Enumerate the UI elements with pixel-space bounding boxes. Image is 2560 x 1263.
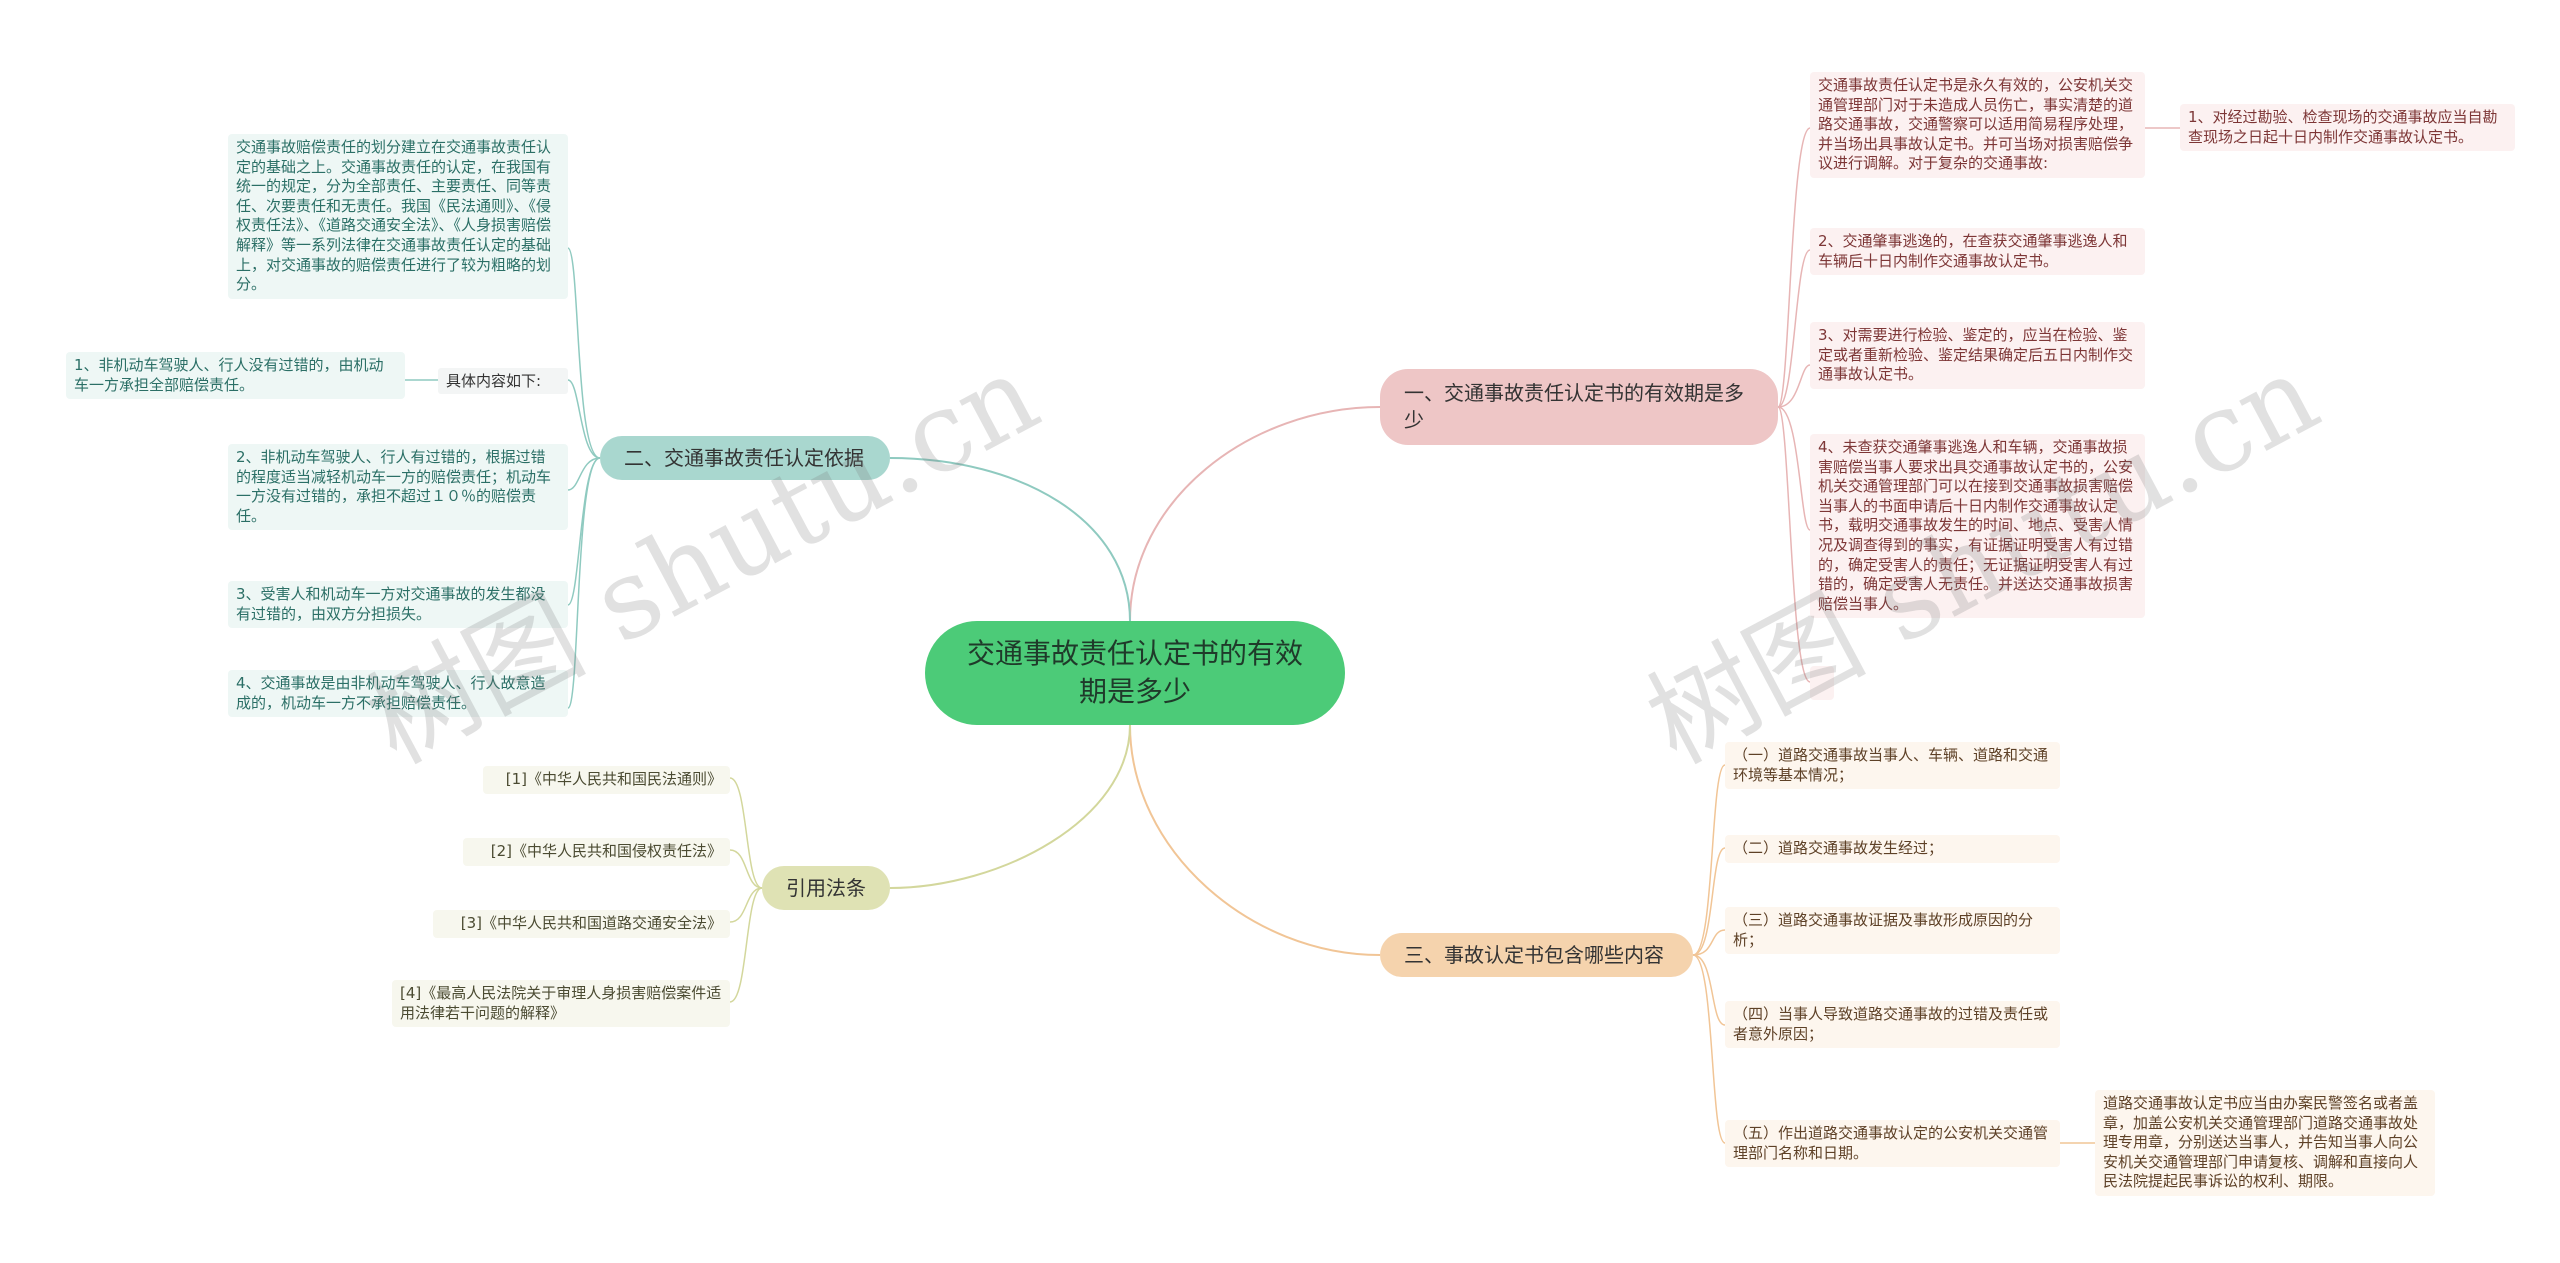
branch-report-contents[interactable]: 三、事故认定书包含哪些内容 [1380, 933, 1693, 977]
link-root-b4 [889, 724, 1131, 889]
branch-responsibility-basis[interactable]: 二、交通事故责任认定依据 [600, 436, 890, 480]
link-root-b3 [1129, 724, 1381, 956]
leaf-basis-intro[interactable]: 交通事故赔偿责任的划分建立在交通事故责任认定的基础之上。交通事故责任的认定，在我… [228, 134, 568, 299]
leaf-contents-item-3[interactable]: （三）道路交通事故证据及事故形成原因的分析； [1725, 907, 2060, 955]
leaf-basis-item-1[interactable]: 1、非机动车驾驶人、行人没有过错的，由机动车一方承担全部赔偿责任。 [66, 352, 405, 400]
branch-validity-period[interactable]: 一、交通事故责任认定书的有效期是多少 [1380, 369, 1778, 445]
leaf-basis-item-2[interactable]: 2、非机动车驾驶人、行人有过错的，根据过错的程度适当减轻机动车一方的赔偿责任；机… [228, 444, 568, 531]
leaf-contents-item-4[interactable]: （四）当事人导致道路交通事故的过错及责任或者意外原因； [1725, 1001, 2060, 1049]
leaf-validity-item-1[interactable]: 1、对经过勘验、检查现场的交通事故应当自勘查现场之日起十日内制作交通事故认定书。 [2180, 104, 2515, 152]
leaf-law-4[interactable]: [4]《最高人民法院关于审理人身损害赔偿案件适用法律若干问题的解释》 [392, 980, 730, 1028]
leaf-validity-item-3[interactable]: 3、对需要进行检验、鉴定的，应当在检验、鉴定或者重新检验、鉴定结果确定后五日内制… [1810, 322, 2145, 389]
leaf-contents-item-1[interactable]: （一）道路交通事故当事人、车辆、道路和交通环境等基本情况； [1725, 742, 2060, 790]
leaf-validity-intro[interactable]: 交通事故责任认定书是永久有效的，公安机关交通管理部门对于未造成人员伤亡，事实清楚… [1810, 72, 2145, 178]
leaf-contents-item-5[interactable]: （五）作出道路交通事故认定的公安机关交通管理部门名称和日期。 [1725, 1120, 2060, 1168]
leaf-contents-item-2[interactable]: （二）道路交通事故发生经过； [1725, 835, 2060, 863]
leaf-basis-detail-tag[interactable]: 具体内容如下: [438, 368, 568, 394]
leaf-validity-empty[interactable] [1810, 666, 1834, 700]
leaf-basis-item-3[interactable]: 3、受害人和机动车一方对交通事故的发生都没有过错的，由双方分担损失。 [228, 581, 568, 629]
leaf-basis-item-4[interactable]: 4、交通事故是由非机动车驾驶人、行人故意造成的，机动车一方不承担赔偿责任。 [228, 670, 568, 718]
root-topic[interactable]: 交通事故责任认定书的有效期是多少 [925, 621, 1345, 725]
leaf-law-1[interactable]: [1]《中华人民共和国民法通则》 [483, 766, 730, 794]
leaf-law-2[interactable]: [2]《中华人民共和国侵权责任法》 [463, 838, 730, 866]
link-root-b2 [889, 457, 1131, 622]
leaf-validity-item-2[interactable]: 2、交通肇事逃逸的，在查获交通肇事逃逸人和车辆后十日内制作交通事故认定书。 [1810, 228, 2145, 276]
link-root-b1 [1129, 406, 1381, 622]
leaf-contents-item-5-detail[interactable]: 道路交通事故认定书应当由办案民警签名或者盖章，加盖公安机关交通管理部门道路交通事… [2095, 1090, 2435, 1196]
leaf-law-3[interactable]: [3]《中华人民共和国道路交通安全法》 [433, 910, 730, 938]
leaf-validity-item-4[interactable]: 4、未查获交通肇事逃逸人和车辆，交通事故损害赔偿当事人要求出具交通事故认定书的，… [1810, 434, 2145, 619]
branch-cited-laws[interactable]: 引用法条 [762, 866, 890, 910]
